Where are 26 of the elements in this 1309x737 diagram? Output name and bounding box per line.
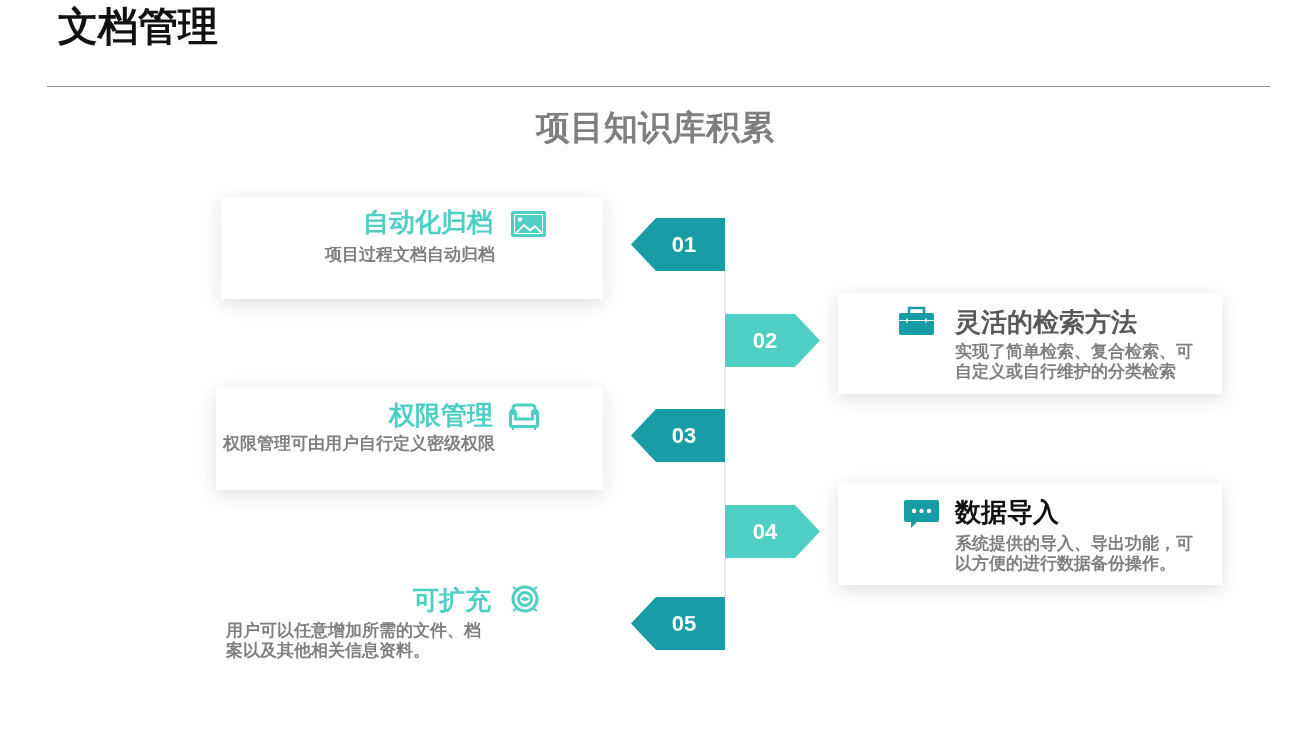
step-number: 03 <box>671 421 697 450</box>
card <box>221 197 603 299</box>
card-heading: 数据导入 <box>955 497 1059 528</box>
page-title: 文档管理 <box>58 3 218 50</box>
arrow-tab <box>631 597 725 650</box>
card-heading: 可扩充 <box>413 585 491 616</box>
step-number: 04 <box>752 517 778 546</box>
card <box>216 387 603 490</box>
arrow-tab <box>631 409 725 462</box>
card-description: 系统提供的导入、导出功能，可以方便的进行数据备份操作。 <box>955 534 1194 574</box>
step-number: 05 <box>671 609 697 638</box>
card-description: 权限管理可由用户自行定义密级权限 <box>221 434 495 454</box>
arrow-tab <box>631 218 725 271</box>
arrow-tab <box>725 505 820 558</box>
card <box>838 293 1222 394</box>
card-heading: 权限管理 <box>389 400 493 431</box>
card <box>838 483 1222 585</box>
card-heading: 灵活的检索方法 <box>955 307 1137 338</box>
step-number: 02 <box>752 326 778 355</box>
card-description: 实现了简单检索、复合检索、可自定义或自行维护的分类检索 <box>955 342 1194 382</box>
card-description: 项目过程文档自动归档 <box>323 245 495 265</box>
card-heading: 自动化归档 <box>363 207 493 238</box>
section-heading: 项目知识库积累 <box>535 107 774 147</box>
arrow-tab <box>725 314 820 367</box>
step-number: 01 <box>671 230 697 259</box>
card-description: 用户可以任意增加所需的文件、档案以及其他相关信息资料。 <box>226 621 482 661</box>
